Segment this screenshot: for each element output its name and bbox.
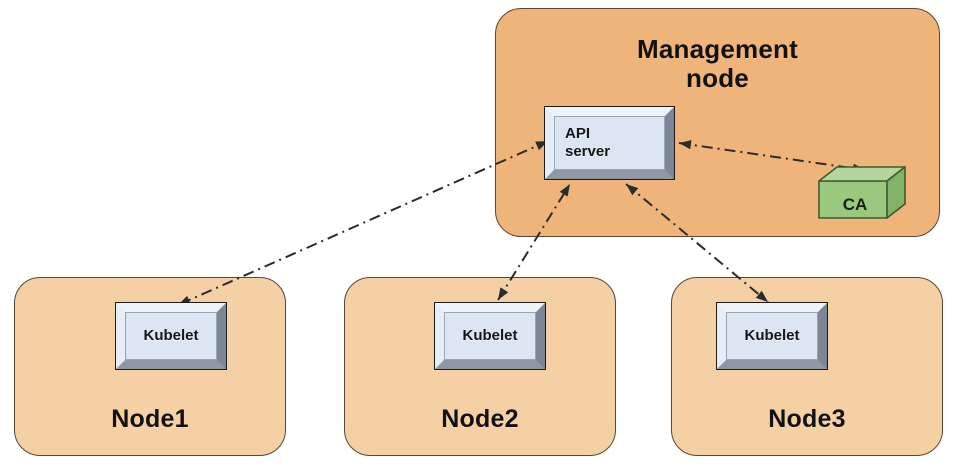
kubelet-node-1-label: Kubelet (143, 326, 199, 344)
kubelet-node-3-label: Kubelet (744, 326, 800, 344)
kubelet-node-1-bevel (116, 303, 226, 369)
api-server-face: API server (554, 116, 665, 170)
kubelet-node-2-bevel (435, 303, 545, 369)
api-server-label-line2: server (565, 143, 611, 160)
kubelet-node-2-face: Kubelet (444, 312, 536, 360)
certificate-authority-shape (818, 166, 906, 219)
kubelet-node-1-box: Kubelet (115, 302, 227, 370)
node-3-label: Node3 (768, 405, 846, 433)
api-server-box: API server (544, 106, 675, 180)
kubelet-node-2-box: Kubelet (434, 302, 546, 370)
api-server-label: API server (555, 125, 610, 162)
kubelet-node-2-label: Kubelet (462, 326, 518, 344)
node-2-label: Node2 (441, 405, 519, 433)
kubelet-node-1-face: Kubelet (125, 312, 217, 360)
api-server-label-line1: API (565, 124, 591, 142)
management-node-title: Management node (496, 34, 939, 94)
node-1-label: Node1 (111, 405, 189, 433)
management-node-title-line1: Management (637, 34, 798, 64)
kubelet-node-3-box: Kubelet (716, 302, 828, 370)
certificate-authority-box: CA (817, 165, 907, 220)
management-node-title-line2: node (686, 63, 749, 94)
kubelet-node-3-bevel (717, 303, 827, 369)
api-server-bevel (545, 107, 674, 179)
kubelet-node-3-face: Kubelet (726, 312, 818, 360)
